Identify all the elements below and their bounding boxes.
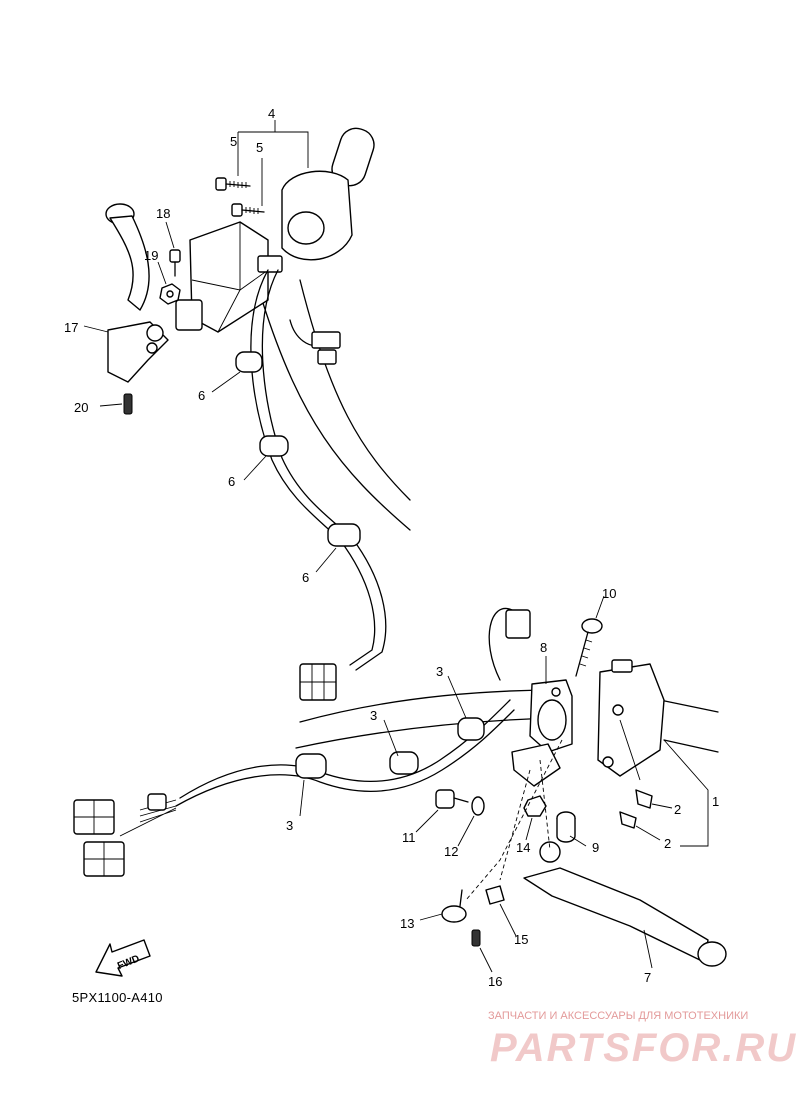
screw-5-lower bbox=[231, 203, 265, 217]
clip-3-right bbox=[457, 717, 485, 741]
pivot-bolt-13 bbox=[441, 889, 467, 923]
clip-3-left bbox=[295, 753, 327, 779]
right-switch-housing bbox=[597, 659, 665, 777]
bolt-11 bbox=[435, 789, 469, 809]
callout-13: 13 bbox=[400, 916, 414, 931]
upper-handlebar bbox=[261, 127, 411, 531]
callout-10: 10 bbox=[602, 586, 616, 601]
callout-14: 14 bbox=[516, 840, 530, 855]
callout-4: 4 bbox=[268, 106, 275, 121]
bolt-18 bbox=[169, 249, 181, 277]
callout-5a: 5 bbox=[230, 134, 237, 149]
screw-2-lower bbox=[619, 811, 637, 829]
bolt-10 bbox=[575, 618, 603, 677]
clip-6-lower bbox=[327, 523, 361, 547]
callout-11: 11 bbox=[402, 830, 416, 845]
callout-20: 20 bbox=[74, 400, 88, 415]
screw-16 bbox=[471, 929, 481, 947]
callout-17: 17 bbox=[64, 320, 78, 335]
spring-20 bbox=[123, 393, 133, 415]
callout-2a: 2 bbox=[674, 802, 681, 817]
callout-5b: 5 bbox=[256, 140, 263, 155]
lower-handlebar bbox=[295, 689, 719, 753]
brake-switch-15 bbox=[485, 885, 505, 905]
callout-6b: 6 bbox=[228, 474, 235, 489]
screw-5-upper bbox=[215, 177, 251, 191]
callout-6a: 6 bbox=[198, 388, 205, 403]
callout-2b: 2 bbox=[664, 836, 671, 851]
callout-labels: 1 2 2 3 3 3 4 5 5 6 6 6 7 8 9 10 11 12 1… bbox=[64, 106, 719, 989]
left-wire-harness bbox=[250, 269, 387, 701]
callout-1: 1 bbox=[712, 794, 719, 809]
callout-18: 18 bbox=[156, 206, 170, 221]
nut-14 bbox=[523, 795, 547, 817]
callout-3b: 3 bbox=[370, 708, 377, 723]
callout-12: 12 bbox=[444, 844, 458, 859]
callout-8: 8 bbox=[540, 640, 547, 655]
watermark-tagline: ЗАПЧАСТИ И АКСЕССУАРЫ ДЛЯ МОТОТЕХНИКИ bbox=[488, 1010, 749, 1022]
assembly-lines bbox=[465, 739, 563, 901]
callout-3a: 3 bbox=[286, 818, 293, 833]
lever-bracket bbox=[511, 743, 561, 787]
callout-15: 15 bbox=[514, 932, 528, 947]
callout-3c: 3 bbox=[436, 664, 443, 679]
screw-2-upper bbox=[635, 789, 653, 809]
diagram-code: 5PX1100-A410 bbox=[72, 990, 163, 1005]
callout-6c: 6 bbox=[302, 570, 309, 585]
clutch-lever bbox=[105, 203, 169, 383]
left-switch-housing bbox=[175, 170, 353, 333]
clip-6-middle bbox=[259, 435, 289, 457]
watermark-brand: PARTSFOR.RU bbox=[490, 1026, 798, 1070]
clip-3-middle bbox=[389, 751, 419, 775]
forward-arrow-icon: FWD bbox=[95, 939, 151, 977]
callout-7: 7 bbox=[644, 970, 651, 985]
callout-16: 16 bbox=[488, 974, 502, 989]
callout-9: 9 bbox=[592, 840, 599, 855]
brake-master-cylinder bbox=[529, 679, 573, 753]
callout-19: 19 bbox=[144, 248, 158, 263]
brake-switch-connector bbox=[488, 607, 531, 681]
washer-12 bbox=[471, 796, 485, 816]
clip-6-upper bbox=[235, 351, 263, 373]
leader-lines bbox=[83, 120, 709, 973]
nut-19 bbox=[159, 283, 181, 305]
brake-lever bbox=[523, 841, 727, 967]
